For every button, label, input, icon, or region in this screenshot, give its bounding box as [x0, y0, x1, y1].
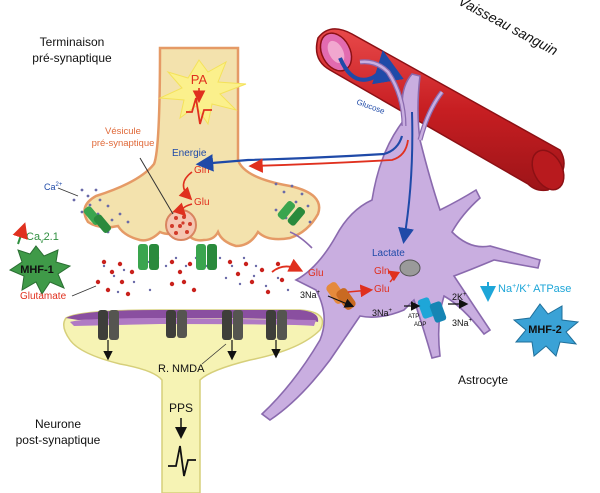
na3-right-label: 3Na+ — [452, 318, 473, 328]
calcium-label: Ca2+ — [44, 182, 63, 192]
energie-label: Energie — [172, 148, 207, 159]
postsynaptic-title-2: post-synaptique — [16, 433, 101, 447]
presynaptic-vesicle — [165, 209, 197, 241]
cav21-channel-left — [83, 206, 112, 234]
lactate-label: Lactate — [372, 248, 405, 259]
release-site-right — [196, 244, 217, 270]
gln-pre-label: Gln — [194, 165, 210, 176]
mhf1-burst — [8, 245, 72, 295]
lactate-arrow — [398, 111, 414, 244]
atpase-label: Na+/K+ ATPase — [498, 283, 571, 295]
presynaptic-terminal — [83, 46, 321, 248]
na3-mid-label: 3Na+ — [372, 308, 393, 318]
pps-waveform — [168, 445, 196, 477]
gln-shuttle-arrow — [248, 139, 409, 173]
atp-label: ATP — [408, 314, 419, 320]
mhf2-burst — [512, 303, 580, 357]
nmda-receptor-2 — [166, 310, 187, 338]
glutamate-molecules — [95, 259, 285, 297]
astrocyte-label: Astrocyte — [458, 373, 508, 387]
na3-left-label: 3Na+ — [300, 290, 321, 300]
cav21-channel-right — [277, 200, 306, 226]
glu-astro-label: Glu — [374, 284, 390, 295]
postsynaptic-title-1: Neurone — [35, 417, 81, 431]
mhf2-label: MHF-2 — [528, 324, 562, 336]
pps-label: PPS — [169, 401, 193, 415]
vesicle-label-2: pré-synaptique — [92, 138, 155, 149]
blood-vessel — [315, 28, 565, 192]
mhf1-label: MHF-1 — [20, 264, 54, 276]
pa-label: PA — [191, 72, 208, 87]
glu-cleft-label: Glu — [308, 268, 324, 279]
gln-astro-label: Gln — [374, 266, 390, 277]
vesicle-label-1: Vésicule — [105, 126, 141, 137]
postsynaptic-neuron — [63, 309, 324, 493]
na-k-atpase — [417, 297, 447, 323]
release-site-left — [138, 244, 159, 270]
nmda-receptor-3 — [222, 310, 243, 361]
presynaptic-title-2: pré-synaptique — [32, 51, 112, 65]
energie-arrow — [195, 135, 404, 172]
nmda-receptor-1 — [98, 310, 119, 361]
pa-waveform — [186, 97, 212, 125]
presynaptic-title-1: Terminaison — [40, 35, 105, 49]
vessel-label: Vaisseau sanguin — [456, 0, 561, 59]
cav21-up-arrow — [12, 222, 28, 245]
k2-label: 2K+ — [452, 292, 467, 302]
astrocyte-cell — [260, 73, 541, 421]
nmda-label: R. NMDA — [158, 363, 205, 375]
astrocyte-nucleus — [399, 259, 421, 277]
cav21-label: Cav2.1 — [26, 231, 59, 245]
adp-label: ADP — [414, 322, 426, 328]
nmda-receptor-4 — [266, 310, 287, 359]
glucose-arrow — [338, 50, 404, 85]
glu-pre-label: Glu — [194, 197, 210, 208]
glutamate-label: Glutamate — [20, 291, 67, 302]
